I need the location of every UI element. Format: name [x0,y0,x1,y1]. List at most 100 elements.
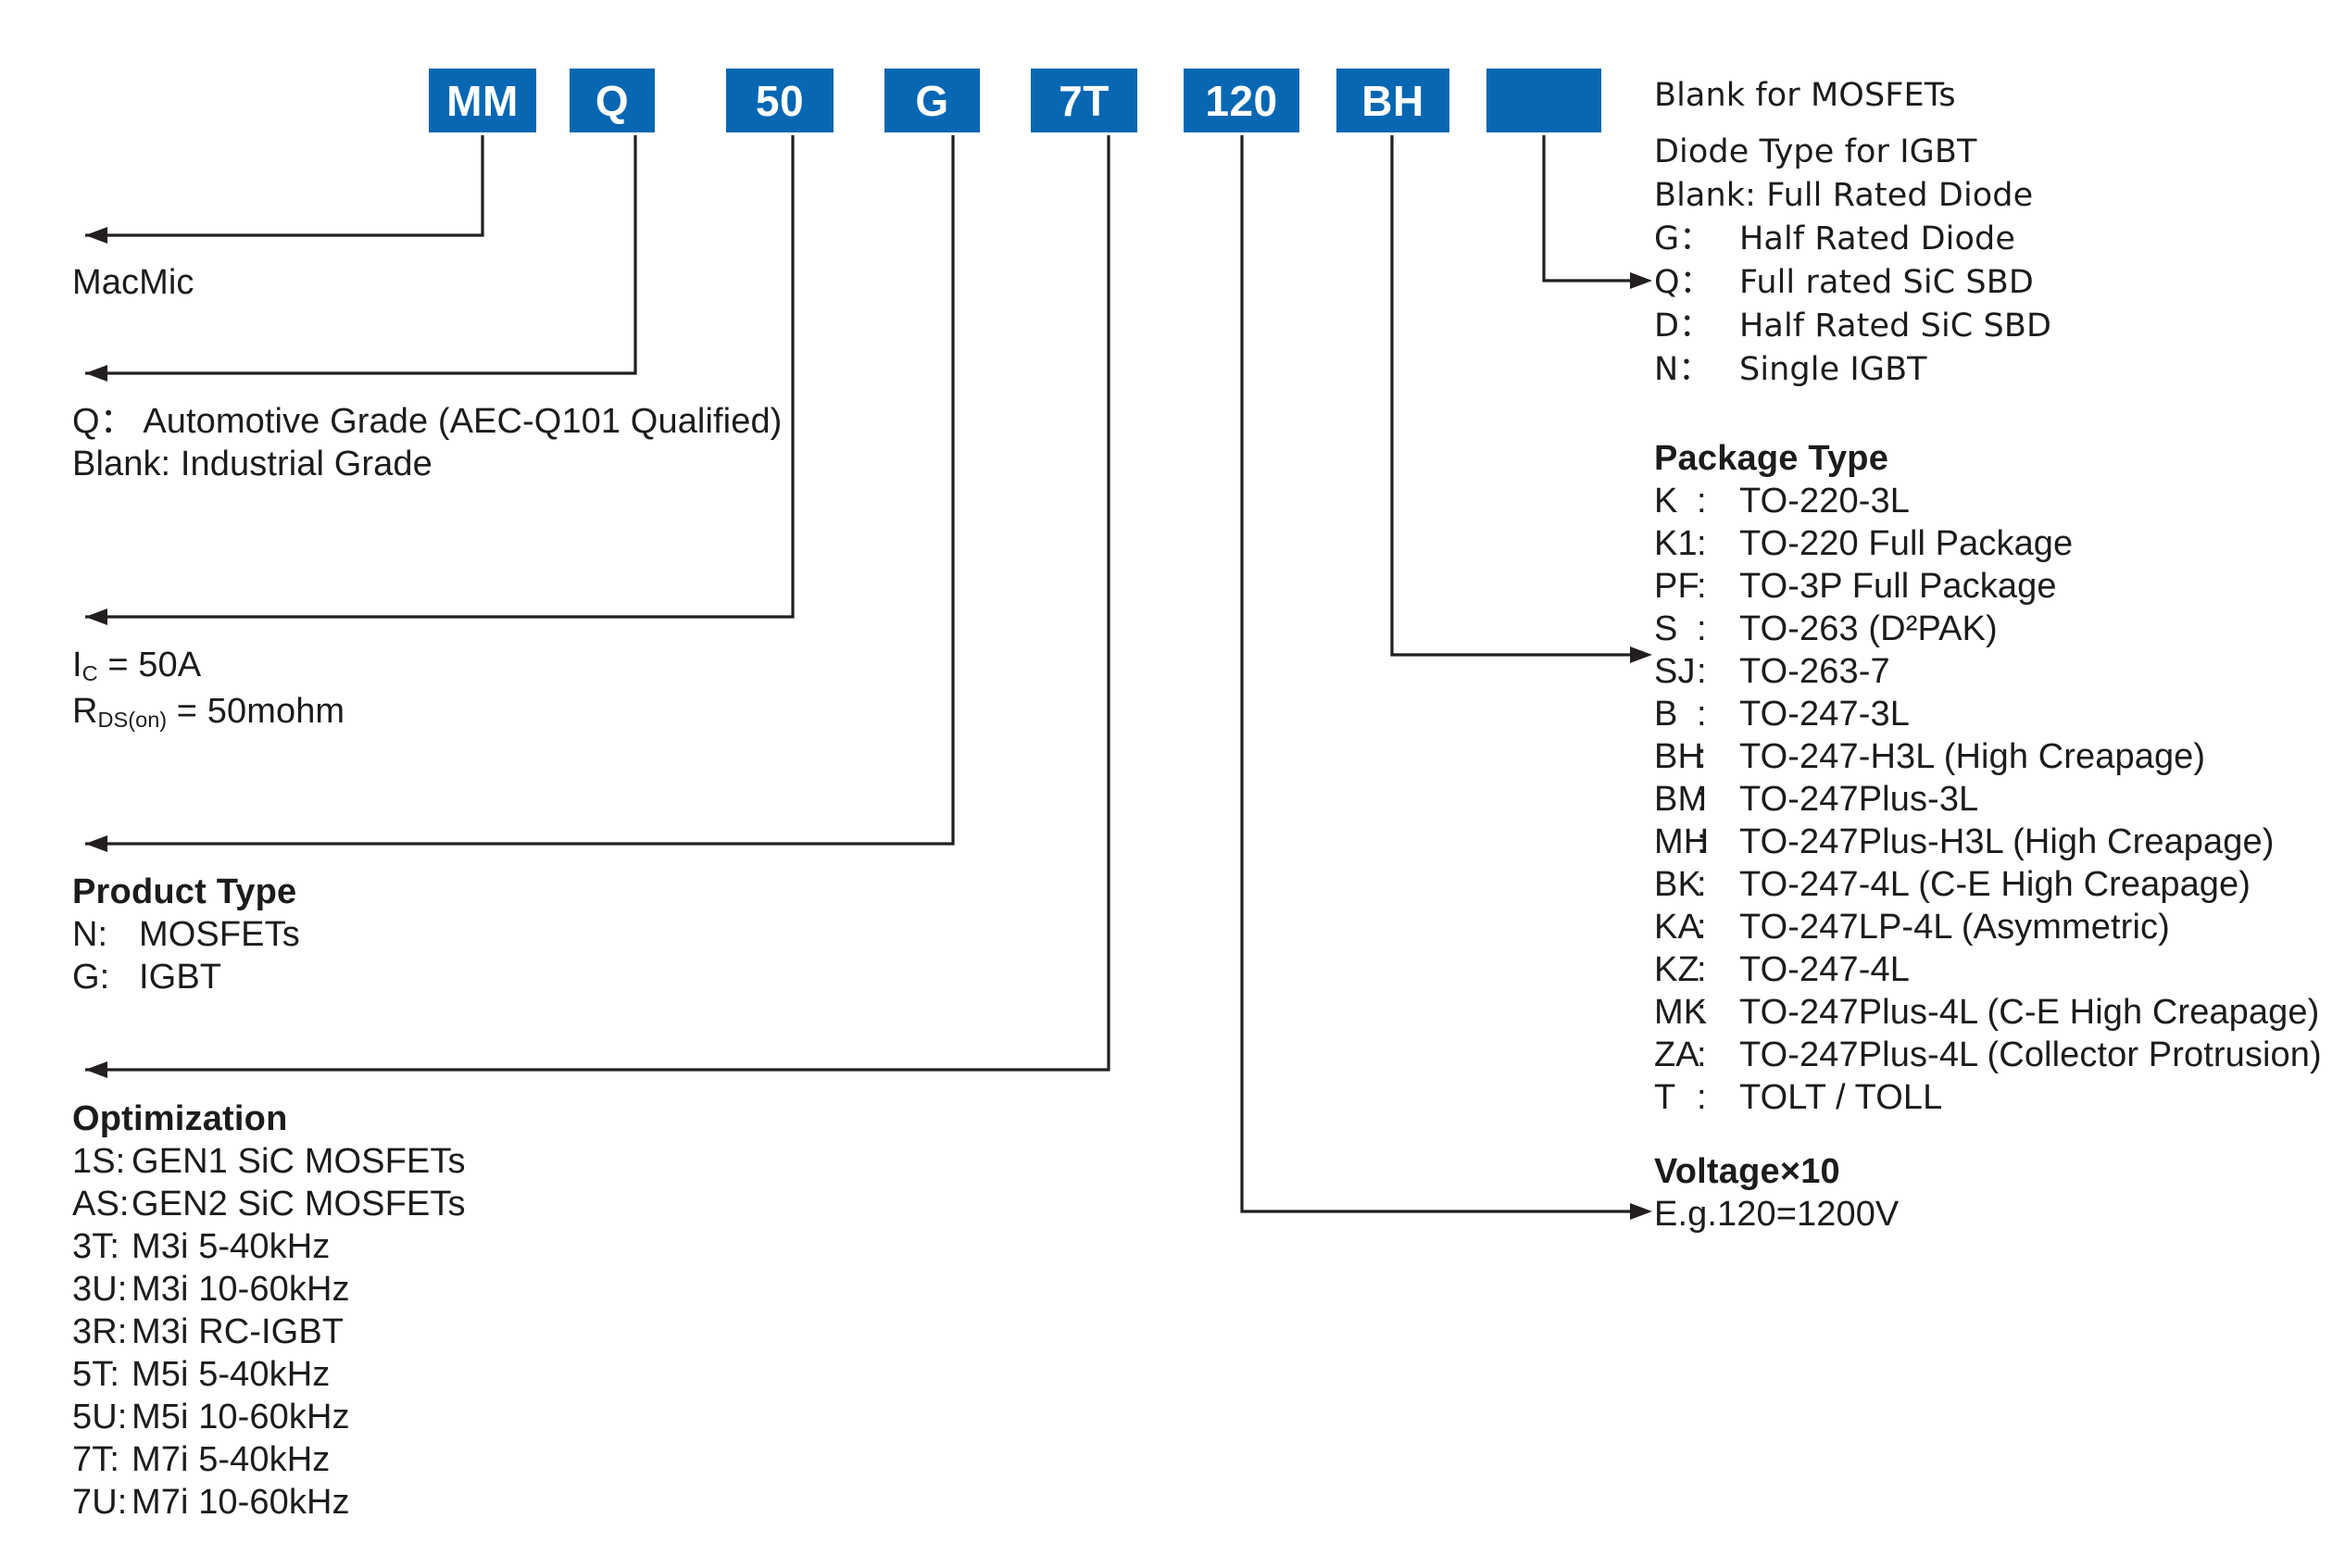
diode-type-desc: Single IGBT [1739,351,1927,388]
code-box-diode-type[interactable] [1486,69,1601,132]
package-type-heading: Package Type [1654,439,1889,478]
package-type-item: T: TOLT / TOLL [1654,1076,2322,1119]
optimization-code: 7T: [72,1440,119,1479]
optimization-desc: M3i 5-40kHz [132,1227,331,1266]
package-code: KZ [1654,950,1699,989]
package-desc: TO-247LP-4L (Asymmetric) [1739,908,2170,947]
package-desc: TO-263-7 [1739,652,1890,691]
package-code: T [1654,1078,1676,1117]
code-box-voltage[interactable]: 120 [1184,69,1299,132]
diode-type-blank: Blank: Full Rated Diode [1654,177,2034,214]
rdson-subscript: DS(on) [97,708,168,733]
package-code: BM [1654,780,1708,819]
optimization-item: 7T: M7i 5-40kHz [72,1438,466,1481]
package-type-item: KZ:TO-247-4L [1654,948,2322,991]
block-package-type: Package Type K:TO-220-3L K1:TO-220 Full … [1654,437,2322,1119]
optimization-desc: M7i 5-40kHz [132,1440,331,1479]
code-box-product-type[interactable]: G [884,69,980,132]
ic-subscript: C [82,661,98,686]
optimization-item: 1S:GEN1 SiC MOSFETs [72,1140,466,1183]
package-sep: : [1697,780,1707,819]
optimization-code: 5T: [72,1355,119,1394]
package-code: K1 [1654,524,1698,563]
product-type-code: N: [72,915,108,954]
package-code: BH [1654,737,1703,776]
grade-industrial: Blank: Industrial Grade [72,445,433,483]
optimization-item: 3R:M3i RC-IGBT [72,1311,466,1353]
grade-automotive: Q： Automotive Grade (AEC-Q101 Qualified) [72,402,783,441]
optimization-desc: M3i RC-IGBT [132,1312,345,1351]
optimization-item: AS:GEN2 SiC MOSFETs [72,1183,466,1225]
diode-type-code: G： [1654,220,1712,257]
package-type-item: MK: TO-247Plus-4L (C-E High Creapage) [1654,991,2322,1034]
package-type-item: SJ: TO-263-7 [1654,650,2322,693]
product-type-item: G:IGBT [72,956,300,998]
package-sep: : [1697,993,1707,1032]
rdson-value: = 50mohm [167,692,345,731]
package-code: S [1654,609,1678,648]
package-code: BK [1654,865,1701,904]
voltage-example: E.g.120=1200V [1654,1195,1900,1234]
package-sep: : [1697,865,1707,904]
optimization-item: 5U:M5i 10-60kHz [72,1396,466,1438]
block-ratings: IC = 50A RDS(on) = 50mohm [72,644,345,736]
code-box-manufacturer[interactable]: MM [429,69,536,132]
code-box-optimization[interactable]: 7T [1031,69,1137,132]
block-grade: Q： Automotive Grade (AEC-Q101 Qualified)… [72,400,782,485]
package-sep: : [1697,567,1707,606]
package-desc: TO-263 (D²PAK) [1739,609,1998,648]
diode-type-item: Q：Full rated SiC SBD [1654,261,2051,305]
package-type-item: BH:TO-247-H3L (High Creapage) [1654,735,2322,778]
package-desc: TO-247Plus-H3L (High Creapage) [1739,822,2275,861]
package-sep: : [1697,1078,1707,1117]
code-box-grade[interactable]: Q [570,69,655,132]
diode-type-desc: Half Rated SiC SBD [1739,307,2052,345]
package-desc: TO-247-4L (C-E High Creapage) [1739,865,2251,904]
optimization-item: 5T: M5i 5-40kHz [72,1353,466,1396]
package-type-item: MH: TO-247Plus-H3L (High Creapage) [1654,821,2322,863]
block-optimization: Optimization 1S:GEN1 SiC MOSFETs AS:GEN2… [72,1098,466,1524]
optimization-code: 3R: [72,1312,128,1351]
package-code: B [1654,695,1678,734]
package-desc: TO-3P Full Package [1739,567,2057,606]
package-desc: TO-247-H3L (High Creapage) [1739,737,2206,776]
optimization-heading: Optimization [72,1099,288,1138]
block-manufacturer: MacMic [72,261,194,304]
optimization-desc: GEN1 SiC MOSFETs [132,1142,466,1181]
package-sep: : [1697,1035,1707,1074]
ic-value: = 50A [97,646,202,684]
package-desc: TOLT / TOLL [1739,1078,1943,1117]
optimization-desc: M7i 10-60kHz [132,1483,350,1522]
optimization-code: AS: [72,1185,130,1223]
diode-type-desc: Full rated SiC SBD [1739,264,2034,301]
package-type-item: S:TO-263 (D²PAK) [1654,608,2322,650]
code-box-current-rating[interactable]: 50 [726,69,834,132]
rating-rdson: RDS(on) = 50mohm [72,690,345,736]
optimization-desc: GEN2 SiC MOSFETs [132,1185,466,1223]
package-type-item: B:TO-247-3L [1654,693,2322,735]
package-code: MH [1654,822,1710,861]
voltage-heading: Voltage×10 [1654,1152,1840,1191]
package-sep: : [1697,524,1707,563]
optimization-code: 1S: [72,1142,126,1181]
code-box-package[interactable]: BH [1336,69,1449,132]
optimization-desc: M5i 5-40kHz [132,1355,331,1394]
package-sep: : [1697,652,1707,691]
package-code: SJ [1654,652,1696,691]
package-type-item: ZA:TO-247Plus-4L (Collector Protrusion) [1654,1034,2322,1076]
package-type-item: K1:TO-220 Full Package [1654,522,2322,565]
optimization-code: 3U: [72,1270,128,1309]
optimization-code: 5U: [72,1398,128,1436]
package-code: MK [1654,993,1708,1032]
package-sep: : [1697,822,1707,861]
package-type-item: BK: TO-247-4L (C-E High Creapage) [1654,863,2322,906]
product-type-desc: MOSFETs [139,915,300,954]
package-desc: TO-247Plus-4L (C-E High Creapage) [1739,993,2320,1032]
package-type-item: PF:TO-3P Full Package [1654,565,2322,608]
package-desc: TO-247Plus-3L [1739,780,1979,819]
optimization-code: 3T: [72,1227,119,1266]
optimization-item: 3U:M3i 10-60kHz [72,1268,466,1311]
diode-type-item: G：Half Rated Diode [1654,218,2051,261]
package-desc: TO-247-4L [1739,950,1910,989]
